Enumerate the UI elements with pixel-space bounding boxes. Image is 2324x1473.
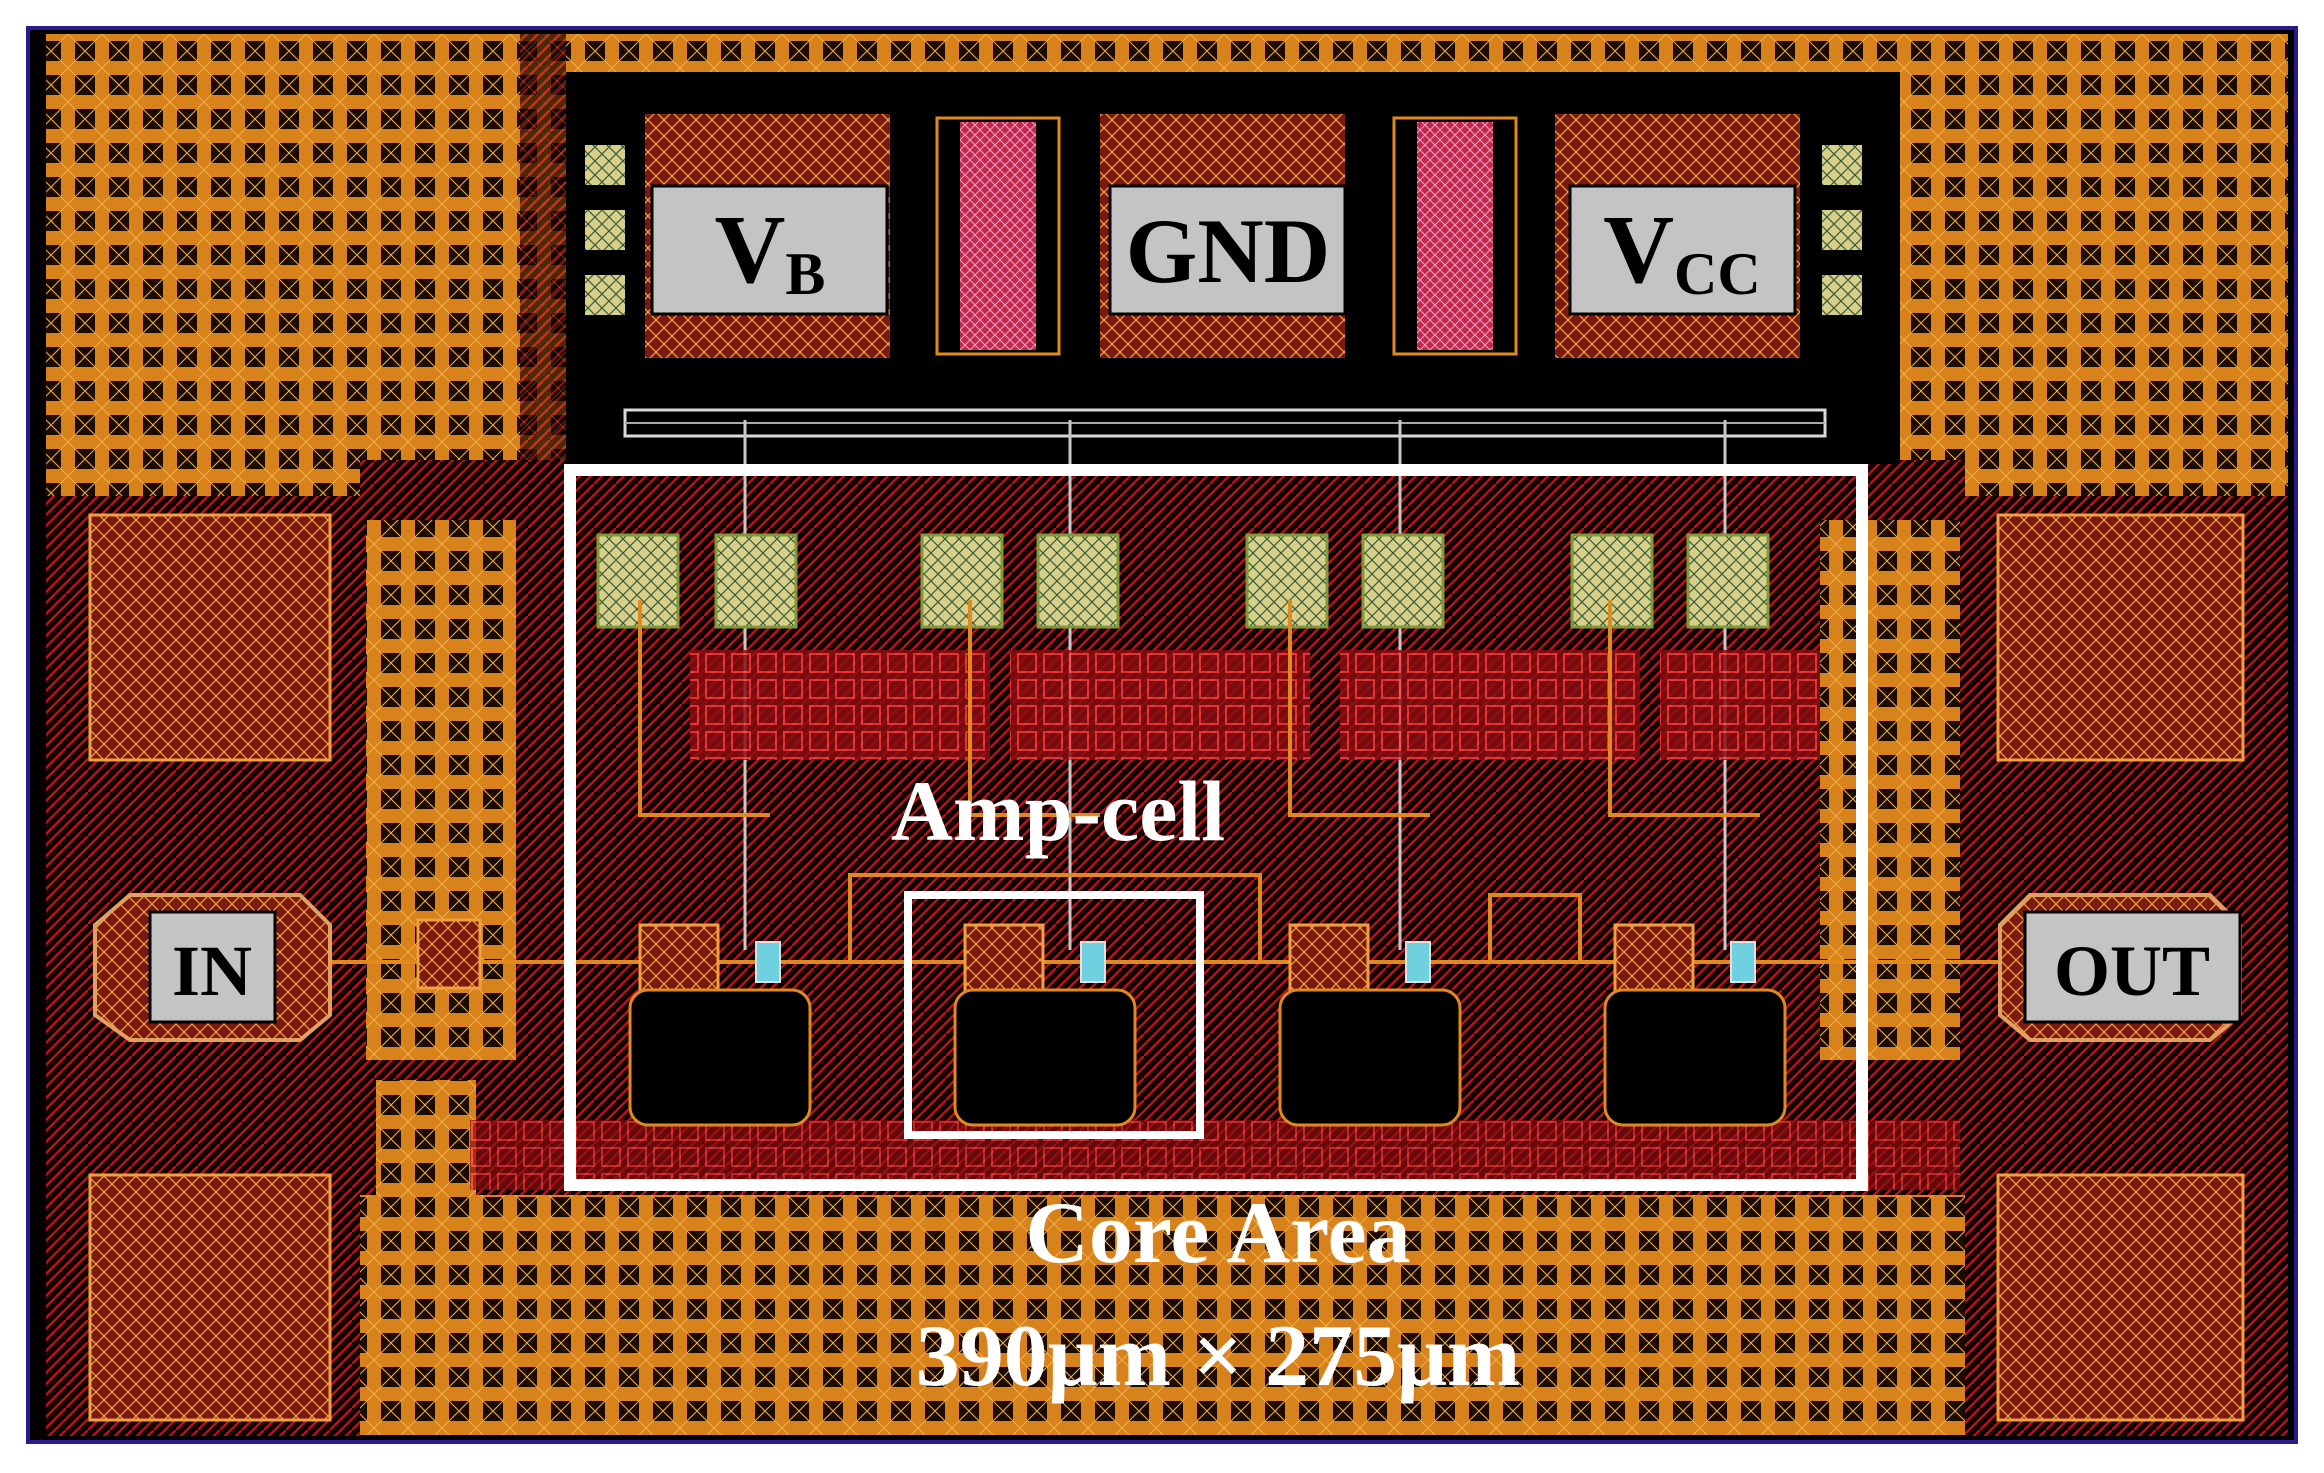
vb-label-box — [650, 184, 889, 316]
out-label-box — [2023, 910, 2242, 1024]
ground-mesh-top-right — [1900, 34, 2288, 496]
vb-label: VB — [715, 196, 826, 307]
bypass-cap-1 — [960, 122, 1036, 350]
in-label-box — [148, 910, 277, 1024]
input-matching-element — [416, 918, 482, 990]
mesh-edge-hatch — [520, 34, 566, 496]
mesh-right-strip — [1820, 520, 1960, 1060]
rf-pad-bottom-left — [88, 1173, 332, 1422]
bias-via-left-2 — [585, 210, 625, 250]
core-area-label: Core Area — [1025, 1185, 1410, 1282]
vcc-label: VCC — [1603, 196, 1760, 307]
bias-via-right-2 — [1822, 210, 1862, 250]
vcc-label-box — [1568, 184, 1797, 316]
rf-pad-top-left — [88, 513, 332, 762]
bias-via-right-3 — [1822, 275, 1862, 315]
core-area-dimensions: 390μm × 275μm — [916, 1308, 1521, 1405]
core-bottom-block-fill — [470, 1120, 1960, 1190]
rf-pad-top-right — [1996, 513, 2245, 762]
bias-via-left-1 — [585, 145, 625, 185]
mesh-left-lower — [376, 1080, 476, 1195]
amp-cell-box — [904, 891, 1204, 1139]
core-block-fill-4 — [1660, 650, 1820, 760]
transistor-row — [638, 923, 1756, 999]
bypass-cap-2 — [1417, 122, 1493, 350]
core-block-fill-3 — [1340, 650, 1640, 760]
bypass-cap-frame-2 — [1392, 116, 1518, 356]
gnd-label-box — [1108, 184, 1347, 316]
ground-mesh-bottom — [360, 1195, 1965, 1435]
bias-via-right-1 — [1822, 145, 1862, 185]
ground-mesh-top-strip — [566, 34, 1900, 72]
amp-cell-label: Amp-cell — [891, 763, 1225, 859]
bias-via-left-3 — [585, 275, 625, 315]
rf-pad-bottom-right — [1996, 1173, 2245, 1422]
bypass-cap-frame-1 — [935, 116, 1061, 356]
in-label: IN — [172, 931, 252, 1011]
gnd-label: GND — [1126, 200, 1330, 302]
ground-mesh-top-left — [46, 34, 566, 496]
out-label: OUT — [2054, 931, 2210, 1011]
core-block-fill-2 — [1010, 650, 1310, 760]
core-area-box — [564, 464, 1868, 1191]
matching-cavities — [628, 988, 1787, 1127]
core-block-fill-1 — [690, 650, 990, 760]
